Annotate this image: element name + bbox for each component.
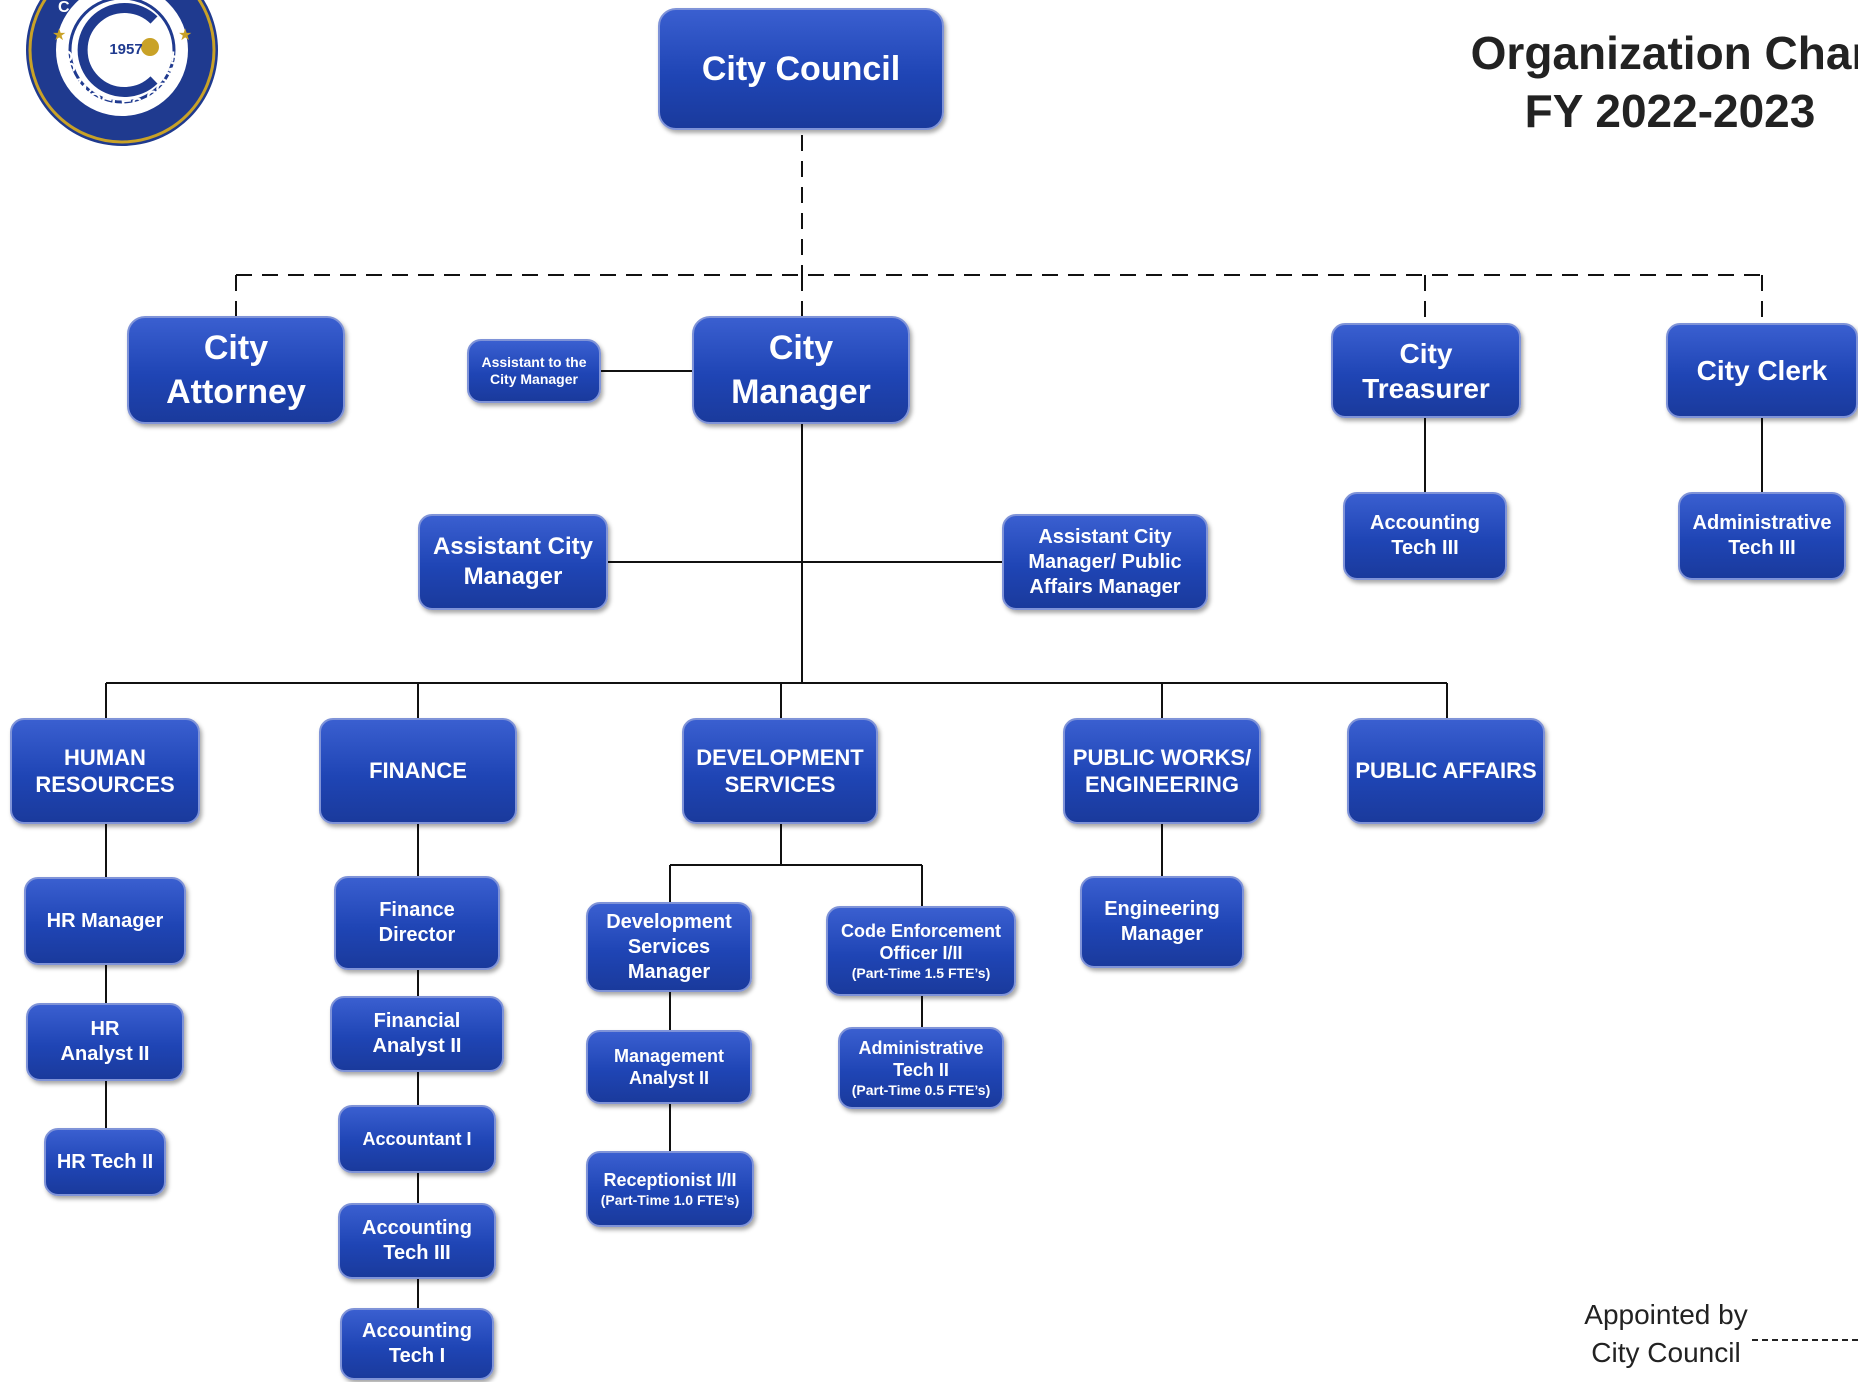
node-label: FINANCE <box>369 758 467 784</box>
node-hr-manager: HR Manager <box>24 877 186 965</box>
node-label-line: Treasurer <box>1362 372 1490 404</box>
node-label: City Council <box>701 49 901 88</box>
node-label-line: Officer I/II <box>879 943 963 964</box>
node-label-line: DEVELOPMENT <box>696 744 864 770</box>
node-label-line: Administrative <box>1692 512 1832 534</box>
node-label-line: Administrative <box>858 1037 984 1058</box>
chart-title: Organization Char FY 2022-2023 <box>1440 24 1858 141</box>
node-treasurer-accounting-tech: Accounting Tech III <box>1343 492 1507 580</box>
node-city-attorney: City Attorney <box>127 316 345 424</box>
node-label-line: City Manager <box>490 371 578 387</box>
legend: Appointed by City Council <box>1556 1296 1776 1372</box>
svg-text:Y: Y <box>172 0 183 2</box>
node-label: HR Tech II <box>56 1150 154 1173</box>
node-fte-note: (Part-Time 1.5 FTE’s) <box>851 964 991 981</box>
node-accountant: Accountant I <box>338 1105 496 1173</box>
node-label-line: Accounting <box>1370 512 1480 534</box>
node-development-administrative-tech: Administrative Tech II (Part-Time 0.5 FT… <box>838 1027 1004 1109</box>
node-acm-public-affairs-manager: Assistant City Manager/ Public Affairs M… <box>1002 514 1208 610</box>
node-label: PUBLIC AFFAIRS <box>1355 758 1537 784</box>
node-dept-public-affairs: PUBLIC AFFAIRS <box>1347 718 1545 824</box>
node-label: City Clerk <box>1696 355 1828 386</box>
node-label-line: Manager/ Public <box>1028 550 1182 573</box>
node-finance-accounting-tech-1: Accounting Tech I <box>340 1308 494 1380</box>
node-financial-analyst: Financial Analyst II <box>330 996 504 1072</box>
node-label-line: Affairs Manager <box>1029 575 1181 598</box>
node-assistant-to-city-manager: Assistant to the City Manager <box>467 339 601 403</box>
node-label-line: Manager <box>731 373 871 411</box>
node-label-line: Analyst II <box>628 1068 710 1088</box>
node-assistant-city-manager: Assistant City Manager <box>418 514 608 610</box>
legend-label-line-1: Appointed by <box>1584 1299 1748 1330</box>
node-label-line: Management <box>613 1045 725 1066</box>
node-label-line: SERVICES <box>724 772 836 797</box>
node-development-services-manager: Development Services Manager <box>586 902 752 992</box>
node-label-line: Director <box>378 924 456 946</box>
node-city-manager: City Manager <box>692 316 910 424</box>
svg-text:1957: 1957 <box>109 41 142 58</box>
node-code-enforcement-officer: Code Enforcement Officer I/II (Part-Time… <box>826 906 1016 996</box>
node-label-line: Services <box>627 935 711 958</box>
node-dept-human-resources: HUMAN RESOURCES <box>10 718 200 824</box>
node-label: Accountant I <box>362 1128 472 1149</box>
node-fte-note: (Part-Time 0.5 FTE’s) <box>851 1081 991 1098</box>
node-label: HR Manager <box>46 909 164 932</box>
node-label-line: Attorney <box>166 373 306 411</box>
node-label-line: City <box>768 328 834 367</box>
node-hr-tech: HR Tech II <box>44 1128 166 1196</box>
node-city-council: City Council <box>658 8 944 130</box>
node-label-line: HR <box>90 1018 120 1040</box>
svg-text:★: ★ <box>178 25 192 44</box>
svg-text:★: ★ <box>52 25 66 44</box>
node-label-line: PUBLIC WORKS/ <box>1072 744 1252 770</box>
node-label-line: Finance <box>379 899 455 921</box>
node-label-line: Engineering <box>1104 898 1220 920</box>
node-clerk-administrative-tech: Administrative Tech III <box>1678 492 1846 580</box>
chart-title-line-2: FY 2022-2023 <box>1524 85 1816 138</box>
legend-label-line-2: City Council <box>1591 1336 1741 1368</box>
node-label-line: Tech III <box>1391 537 1459 559</box>
node-dept-public-works-engineering: PUBLIC WORKS/ ENGINEERING <box>1063 718 1261 824</box>
node-label-line: Manager <box>627 960 711 983</box>
node-label-line: Development <box>606 910 732 933</box>
node-label-line: Accounting <box>362 1217 472 1239</box>
node-fte-note: (Part-Time 1.0 FTE’s) <box>600 1191 740 1208</box>
node-label-line: Analyst II <box>372 1035 462 1057</box>
node-dept-finance: FINANCE <box>319 718 517 824</box>
node-label-line: City <box>203 328 269 367</box>
node-label-line: Assistant to the <box>481 353 587 370</box>
node-city-treasurer: City Treasurer <box>1331 323 1521 418</box>
svg-text:C: C <box>58 0 70 16</box>
legend-dashed-line-sample <box>1752 1339 1858 1341</box>
node-label-line: Tech III <box>383 1242 451 1264</box>
node-finance-director: Finance Director <box>334 876 500 970</box>
node-label-line: Code Enforcement <box>840 920 1002 941</box>
node-label-line: HUMAN <box>64 744 146 770</box>
node-label-line: Manager <box>1120 923 1204 945</box>
node-label-line: Assistant City <box>432 533 594 560</box>
node-label-line: Analyst II <box>60 1043 150 1065</box>
node-label-line: Financial <box>373 1010 461 1032</box>
node-receptionist: Receptionist I/II (Part-Time 1.0 FTE’s) <box>586 1151 754 1227</box>
node-label-line: City <box>1399 337 1453 369</box>
node-label-line: Tech II <box>893 1060 949 1081</box>
node-label-line: Receptionist I/II <box>603 1170 737 1190</box>
node-city-clerk: City Clerk <box>1666 323 1858 418</box>
node-dept-development-services: DEVELOPMENT SERVICES <box>682 718 878 824</box>
node-hr-analyst: HR Analyst II <box>26 1003 184 1081</box>
node-label-line: Tech I <box>388 1345 446 1367</box>
node-engineering-manager: Engineering Manager <box>1080 876 1244 968</box>
node-label-line: RESOURCES <box>35 772 175 797</box>
node-finance-accounting-tech-3: Accounting Tech III <box>338 1203 496 1279</box>
node-label-line: Assistant City <box>1038 525 1172 548</box>
city-seal-logo: 1957 LOS ANGELES COUNTY ★ ★ C Y <box>22 0 218 146</box>
node-label-line: Manager <box>463 563 563 590</box>
node-label-line: Tech III <box>1728 537 1796 559</box>
chart-title-line-1: Organization Char <box>1470 27 1858 79</box>
node-management-analyst: Management Analyst II <box>586 1030 752 1104</box>
node-label-line: ENGINEERING <box>1084 772 1240 797</box>
node-label-line: Accounting <box>362 1320 472 1342</box>
